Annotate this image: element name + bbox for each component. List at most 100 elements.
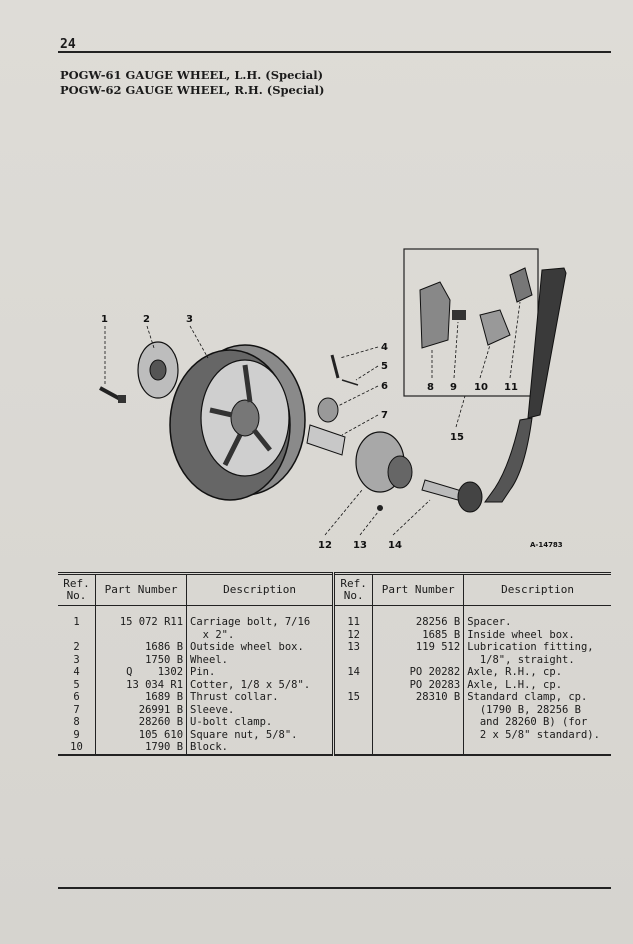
spacer <box>509 267 533 303</box>
left-part-cell: 26991 B <box>95 703 188 716</box>
callout-4: 4 <box>381 342 388 353</box>
left-desc-cell: Wheel. <box>186 653 336 666</box>
left-ref-cell: 5 <box>58 678 97 691</box>
square-nut <box>452 310 466 320</box>
left-desc-cell: Cotter, 1/8 x 5/8". <box>186 678 336 691</box>
header-desc-left: Description <box>186 573 336 606</box>
u-bolt-clamp <box>419 281 451 349</box>
left-desc-cell: x 2". <box>186 628 336 641</box>
header-desc-right: Description <box>463 573 611 606</box>
right-ref-cell <box>333 703 374 716</box>
callout-14: 14 <box>388 540 402 551</box>
right-part-cell: 28256 B <box>372 616 465 629</box>
left-desc-cell: Sleeve. <box>186 703 336 716</box>
right-part-cell <box>372 741 465 755</box>
page-title: POGW-61 GAUGE WHEEL, L.H. (Special) POGW… <box>60 68 325 98</box>
left-desc-cell: Block. <box>186 741 336 755</box>
outside-wheel-box-hole <box>149 359 167 381</box>
right-desc-cell: Axle, R.H., cp. <box>467 666 563 678</box>
right-desc-cell: Spacer. <box>467 616 512 628</box>
left-ref-cell: 2 <box>58 641 97 654</box>
left-ref-cell <box>58 628 97 641</box>
diagram-svg: 1 2 3 4 5 6 7 8 9 10 11 12 13 14 15 A-14… <box>99 248 567 551</box>
right-ref-cell: 14 <box>333 666 374 679</box>
leader-lines <box>104 301 521 536</box>
left-part-cell: 13 034 R1 <box>95 678 188 691</box>
parts-table: Ref. No. Part Number Description Ref. No… <box>58 572 611 756</box>
left-part-cell: 105 610 <box>95 728 188 741</box>
callout-9: 9 <box>450 382 457 393</box>
left-desc-cell: Carriage bolt, 7/16 <box>186 616 336 629</box>
left-desc-cell: Thrust collar. <box>186 691 336 704</box>
sleeve <box>306 424 346 456</box>
right-desc-cell: and 28260 B) (for <box>467 716 588 728</box>
left-part-cell: 28260 B <box>95 716 188 729</box>
left-part-cell: 15 072 R11 <box>95 616 188 629</box>
callout-8: 8 <box>427 382 434 393</box>
top-rule <box>58 51 611 53</box>
callout-7: 7 <box>381 410 388 421</box>
left-desc-cell: Square nut, 5/8". <box>186 728 336 741</box>
left-ref-cell: 10 <box>58 741 97 755</box>
right-ref-cell: 12 <box>333 628 374 641</box>
left-ref-cell: 7 <box>58 703 97 716</box>
right-ref-cell: 15 <box>333 691 374 704</box>
left-part-cell <box>95 628 188 641</box>
left-ref-cell: 3 <box>58 653 97 666</box>
callout-3: 3 <box>186 314 193 325</box>
wheel-hub <box>230 399 260 437</box>
right-desc-cell: Axle, L.H., cp. <box>467 678 563 691</box>
left-desc-cell: Pin. <box>186 666 336 679</box>
left-part-cell: 1689 B <box>95 691 188 704</box>
right-part-cell: 28310 B <box>372 691 465 704</box>
left-desc-cell: Outside wheel box. <box>186 641 336 654</box>
right-part-cell: 119 512 <box>372 641 465 654</box>
left-ref-cell: 1 <box>58 616 97 629</box>
figure-id: A-14783 <box>530 541 563 549</box>
callout-1: 1 <box>101 314 108 325</box>
axle-collar <box>457 481 483 513</box>
exploded-parts-diagram: 1 2 3 4 5 6 7 8 9 10 11 12 13 14 15 A-14… <box>70 240 590 560</box>
left-part-cell: 1790 B <box>95 741 188 755</box>
right-part-cell <box>372 653 465 666</box>
block <box>479 309 511 346</box>
right-desc-cell: 1/8", straight. <box>467 653 575 666</box>
right-ref-cell <box>333 678 374 691</box>
right-ref-cell <box>333 741 374 755</box>
right-part-cell <box>372 703 465 716</box>
header-part-right: Part Number <box>372 573 465 606</box>
right-ref-cell <box>333 728 374 741</box>
right-ref-cell: 11 <box>333 616 374 629</box>
left-part-cell: Q 1302 <box>95 666 188 679</box>
left-desc-cell: U-bolt clamp. <box>186 716 336 729</box>
callout-11: 11 <box>504 382 518 393</box>
callout-13: 13 <box>353 540 367 551</box>
right-ref-cell <box>333 653 374 666</box>
callout-10: 10 <box>474 382 488 393</box>
thrust-collar <box>317 397 339 423</box>
title-line-1: POGW-61 GAUGE WHEEL, L.H. (Special) <box>60 68 324 82</box>
header-ref-left: Ref. No. <box>58 573 97 606</box>
left-part-cell: 1750 B <box>95 653 188 666</box>
right-ref-cell <box>333 716 374 729</box>
callout-2: 2 <box>143 314 150 325</box>
inside-wheel-box-hub <box>387 455 413 489</box>
left-ref-cell: 9 <box>58 728 97 741</box>
left-ref-cell: 4 <box>58 666 97 679</box>
axle-arm <box>484 417 533 503</box>
right-part-cell <box>372 728 465 741</box>
left-part-cell: 1686 B <box>95 641 188 654</box>
page-number: 24 <box>60 37 76 52</box>
right-desc-cell: (1790 B, 28256 B <box>467 703 581 716</box>
callout-6: 6 <box>381 381 388 392</box>
right-desc-cell <box>464 741 611 755</box>
right-desc-cell: 2 x 5/8" standard). <box>467 728 600 741</box>
table-header-row: Ref. No. Part Number Description Ref. No… <box>58 573 611 606</box>
